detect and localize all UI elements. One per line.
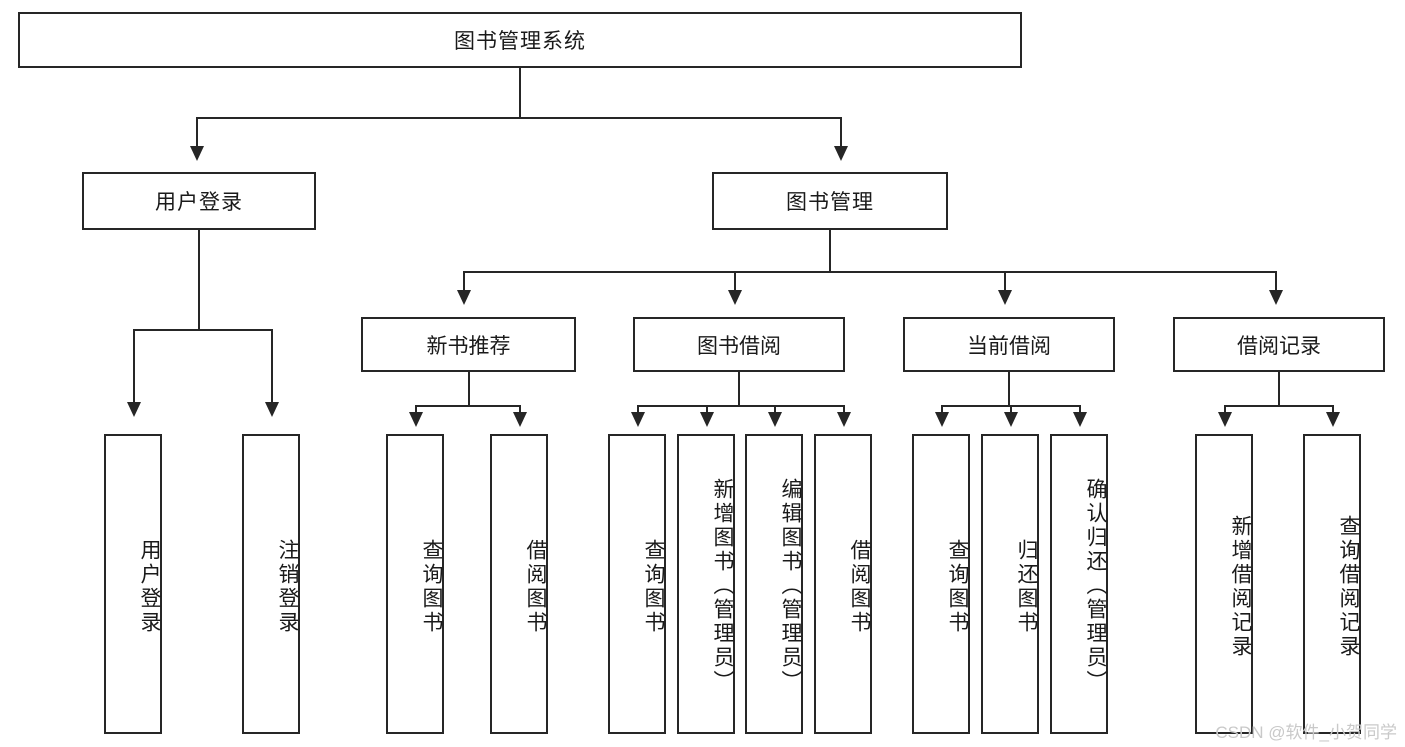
connector-user-login-bus xyxy=(133,329,273,331)
connector-current-borrow-stem xyxy=(1008,372,1010,406)
connector-borrow-record-stem xyxy=(1278,372,1280,406)
node-label: 新书推荐 xyxy=(426,334,511,358)
node-label: 查询图书 xyxy=(420,539,443,635)
arrowhead-user-login xyxy=(190,146,204,161)
arrowhead-query-book-2 xyxy=(631,412,645,427)
leaf-return-book[interactable]: 归还图书 xyxy=(981,434,1039,734)
node-current-borrow[interactable]: 当前借阅 xyxy=(903,317,1115,372)
connector-drop-confirm-return xyxy=(1079,405,1081,415)
arrowhead-query-book-1 xyxy=(409,412,423,427)
arrowhead-edit-book xyxy=(768,412,782,427)
connector-drop-book-manage xyxy=(840,117,842,149)
arrowhead-leaf-user-login xyxy=(127,402,141,417)
node-label: 借阅图书 xyxy=(848,539,871,635)
connector-level2-bus xyxy=(196,117,842,119)
connector-root-stem xyxy=(519,68,521,118)
leaf-add-book[interactable]: 新增图书（管理员） xyxy=(677,434,735,734)
connector-drop-add-record xyxy=(1224,405,1226,415)
node-label: 借阅图书 xyxy=(524,539,547,635)
arrowhead-add-record xyxy=(1218,412,1232,427)
connector-drop-user-login xyxy=(196,117,198,149)
leaf-borrow-book-recommend[interactable]: 借阅图书 xyxy=(490,434,548,734)
node-book-management[interactable]: 图书管理 xyxy=(712,172,948,230)
node-label: 借阅记录 xyxy=(1237,334,1321,358)
node-user-login[interactable]: 用户登录 xyxy=(82,172,316,230)
connector-drop-query-book-3 xyxy=(941,405,943,415)
connector-book-borrow-bus xyxy=(637,405,845,407)
node-book-borrow[interactable]: 图书借阅 xyxy=(633,317,845,372)
node-root-system[interactable]: 图书管理系统 xyxy=(18,12,1022,68)
node-label: 图书管理系统 xyxy=(454,30,586,53)
arrowhead-return-book xyxy=(1004,412,1018,427)
connector-drop-borrow-book-1 xyxy=(519,405,521,415)
arrowhead-borrow-book-1 xyxy=(513,412,527,427)
node-borrow-record[interactable]: 借阅记录 xyxy=(1173,317,1385,372)
arrowhead-query-book-3 xyxy=(935,412,949,427)
arrowhead-borrow-book-2 xyxy=(837,412,851,427)
connector-drop-query-book-1 xyxy=(415,405,417,415)
arrowhead-leaf-logout xyxy=(265,402,279,417)
arrowhead-confirm-return xyxy=(1073,412,1087,427)
node-label: 当前借阅 xyxy=(967,334,1051,358)
connector-drop-borrow-record xyxy=(1275,271,1277,293)
connector-drop-leaf-user-login xyxy=(133,329,135,405)
connector-drop-query-book-2 xyxy=(637,405,639,415)
node-label: 用户登录 xyxy=(155,191,243,214)
leaf-confirm-return[interactable]: 确认归还（管理员） xyxy=(1050,434,1108,734)
connector-drop-leaf-logout xyxy=(271,329,273,405)
node-label: 查询图书 xyxy=(642,539,665,635)
leaf-add-borrow-record[interactable]: 新增借阅记录 xyxy=(1195,434,1253,734)
connector-drop-new-book xyxy=(463,271,465,293)
leaf-user-login[interactable]: 用户登录 xyxy=(104,434,162,734)
arrowhead-book-manage xyxy=(834,146,848,161)
node-label: 编辑图书（管理员） xyxy=(779,478,802,694)
node-label: 归还图书 xyxy=(1015,539,1038,635)
node-label: 新增图书（管理员） xyxy=(711,478,734,694)
arrowhead-add-book xyxy=(700,412,714,427)
arrowhead-book-borrow xyxy=(728,290,742,305)
node-label: 图书管理 xyxy=(786,191,874,214)
leaf-query-book-borrow[interactable]: 查询图书 xyxy=(608,434,666,734)
leaf-logout[interactable]: 注销登录 xyxy=(242,434,300,734)
node-new-book-recommend[interactable]: 新书推荐 xyxy=(361,317,576,372)
connector-level3-bus xyxy=(463,271,1277,273)
leaf-query-book-recommend[interactable]: 查询图书 xyxy=(386,434,444,734)
connector-user-login-stem xyxy=(198,230,200,330)
leaf-query-book-current[interactable]: 查询图书 xyxy=(912,434,970,734)
connector-new-book-bus xyxy=(415,405,521,407)
node-label: 注销登录 xyxy=(276,539,299,635)
connector-book-borrow-stem xyxy=(738,372,740,406)
connector-drop-return-book xyxy=(1010,405,1012,415)
connector-new-book-stem xyxy=(468,372,470,406)
connector-borrow-record-bus xyxy=(1224,405,1334,407)
node-label: 查询图书 xyxy=(946,539,969,635)
arrowhead-new-book xyxy=(457,290,471,305)
node-label: 用户登录 xyxy=(138,539,161,635)
connector-drop-borrow-book-2 xyxy=(843,405,845,415)
arrowhead-current-borrow xyxy=(998,290,1012,305)
leaf-edit-book[interactable]: 编辑图书（管理员） xyxy=(745,434,803,734)
connector-drop-edit-book xyxy=(774,405,776,415)
leaf-borrow-book[interactable]: 借阅图书 xyxy=(814,434,872,734)
node-label: 图书借阅 xyxy=(697,334,781,358)
arrowhead-borrow-record xyxy=(1269,290,1283,305)
connector-drop-query-record xyxy=(1332,405,1334,415)
connector-drop-add-book xyxy=(706,405,708,415)
node-label: 查询借阅记录 xyxy=(1337,515,1360,659)
connector-drop-current-borrow xyxy=(1004,271,1006,293)
arrowhead-query-record xyxy=(1326,412,1340,427)
connector-drop-book-borrow xyxy=(734,271,736,293)
node-label: 新增借阅记录 xyxy=(1229,515,1252,659)
leaf-query-borrow-record[interactable]: 查询借阅记录 xyxy=(1303,434,1361,734)
node-label: 确认归还（管理员） xyxy=(1084,478,1107,694)
connector-book-manage-stem xyxy=(829,230,831,272)
